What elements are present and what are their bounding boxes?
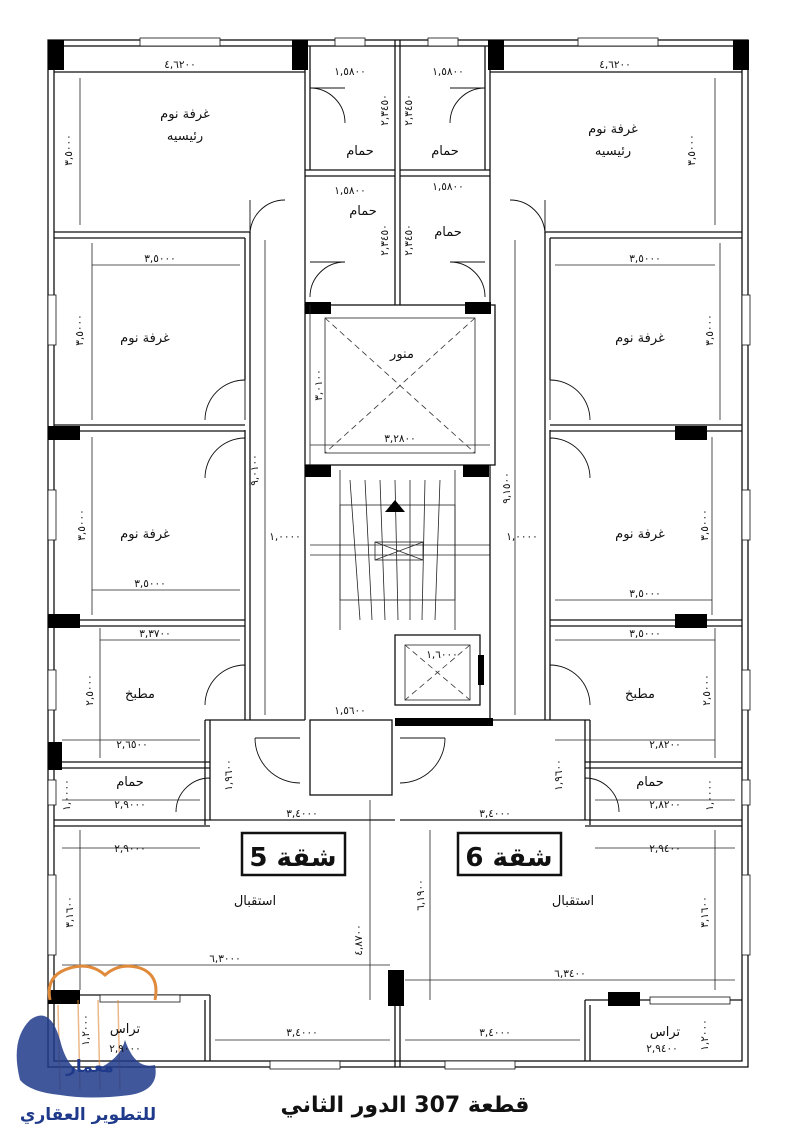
dim-label: ١,٥٨٠٠	[432, 181, 464, 193]
room-label-reception-left: استقبال	[234, 894, 276, 909]
dim-label: ٣,٥٠٠٠	[699, 509, 711, 541]
dim-label: ١,٦٠٠٠	[426, 649, 458, 661]
logo-tagline: للتطوير العقاري	[20, 1105, 156, 1125]
interior-walls-left	[54, 46, 395, 1061]
dim-label: ٦,٣٠٠٠	[209, 953, 241, 965]
dim-label: ٣,٠١٠٠	[313, 369, 325, 401]
company-logo: معمار للتطوير العقاري	[16, 964, 158, 1125]
page-title: قطعة 307 الدور الثاني	[281, 1093, 530, 1118]
room-label-reception-right: استقبال	[552, 894, 594, 909]
dim-label: ١,٠٠٠٠	[269, 531, 301, 543]
dim-label: ٣,٥٠٠٠	[134, 578, 166, 590]
dim-label: ٤,٦٢٠٠	[164, 59, 196, 71]
dim-label: ٢,٣٤٥٠	[379, 94, 391, 126]
dim-label: ٣,٥٠٠٠	[629, 253, 661, 265]
room-label-kitchen-left: مطبخ	[125, 687, 155, 702]
dim-label: ٢,٣٤٥٠	[403, 224, 415, 256]
room-label-bath-lt: حمام	[346, 144, 374, 159]
dim-label: ٢,٩٤٠٠	[649, 843, 681, 855]
dim-label: ٣,١٦٠٠	[64, 896, 76, 928]
dim-label: ٢,٩٠٠٠	[114, 799, 146, 811]
dim-label: ١,٩٦٠٠	[553, 759, 565, 791]
dim-label: ٢,٨٢٠٠	[649, 739, 681, 751]
dim-label: ١,٠٠٠٠	[506, 531, 538, 543]
windows	[47, 37, 751, 1070]
dim-label: ١,٠٠٠٠	[704, 779, 716, 811]
doors	[175, 87, 620, 813]
dim-label: ١,٥٨٠٠	[334, 66, 366, 78]
dim-label: ١,٥٦٠٠	[334, 705, 366, 717]
apartment-label-right: شقة 6	[465, 843, 552, 873]
dim-label: ٣,٤٠٠٠	[286, 808, 318, 820]
dim-label: ٣,٥٠٠٠	[686, 134, 698, 166]
dim-label: ٣,٢٨٠٠	[384, 433, 416, 445]
stair	[310, 470, 490, 630]
dim-label: ١,٥٨٠٠	[334, 185, 366, 197]
dim-label: ٢,٣٤٥٠	[379, 224, 391, 256]
apartment-label-left: شقة 5	[249, 843, 336, 873]
apartment-label-boxes	[240, 831, 563, 877]
room-label-terrace-left: تراس	[110, 1022, 141, 1037]
room-label-bath-right-low: حمام	[636, 775, 664, 790]
dim-label: ٤,٨٧٠٠	[353, 924, 365, 956]
room-label-bath-lm: حمام	[349, 204, 377, 219]
dim-label: ٢,٦٥٠٠	[116, 739, 148, 751]
room-label-bath-left-low: حمام	[116, 775, 144, 790]
outer-walls	[47, 39, 749, 1068]
dim-label: ٦,٣٤٠٠	[554, 968, 586, 980]
room-label-master-left-1: غرفة نوم	[160, 107, 210, 122]
dim-label: ٢,٥٠٠٠	[84, 674, 96, 706]
dim-label: ٣,٤٠٠٠	[479, 808, 511, 820]
dim-label: ١,٠٠٠٠	[61, 779, 73, 811]
dim-label: ١,٥٨٠٠	[432, 66, 464, 78]
dim-label: ٣,٥٠٠٠	[76, 509, 88, 541]
room-label-shaft: منور	[389, 347, 414, 362]
dim-label: ١,٢٠٠٠	[699, 1019, 711, 1051]
dim-label: ٢,٩٠٠٠	[109, 1043, 141, 1055]
dim-label: ٢,٩٠٠٠	[114, 843, 146, 855]
dim-label: ١,٢٠٠٠	[80, 1014, 92, 1046]
columns	[48, 40, 749, 1006]
dim-label: ٢,٥٠٠٠	[701, 674, 713, 706]
dim-label: ٢,٨٢٠٠	[649, 799, 681, 811]
dim-label: ٢,٣٤٥٠	[403, 94, 415, 126]
dim-label: ٣,٥٠٠٠	[629, 628, 661, 640]
dim-label: ٣,٣٧٠٠	[139, 628, 171, 640]
room-label-bed-left-2: غرفة نوم	[120, 527, 170, 542]
dim-label: ٩,١٥٠٠	[501, 472, 513, 504]
dim-label: ٣,٥٠٠٠	[63, 134, 75, 166]
dim-label: ٣,٥٠٠٠	[629, 588, 661, 600]
dim-label: ١,٩٦٠٠	[223, 759, 235, 791]
dim-label: ٦,١٩٠٠	[415, 879, 427, 911]
room-label-bed-left-1: غرفة نوم	[120, 331, 170, 346]
room-label-bed-right-2: غرفة نوم	[615, 527, 665, 542]
dimension-labels: ٤,٦٢٠٠ ١,٥٨٠٠ ١,٥٨٠٠ ٤,٦٢٠٠ ٣,٥٠٠٠ ٢,٣٤٥…	[61, 59, 716, 1055]
room-label-master-right-1: غرفة نوم	[588, 122, 638, 137]
dim-label: ٣,٥٠٠٠	[74, 314, 86, 346]
room-label-bath-rt: حمام	[431, 144, 459, 159]
dim-label: ٤,٦٢٠٠	[599, 59, 631, 71]
elevator	[394, 634, 493, 726]
room-labels: غرفة نوم رئيسيه غرفة نوم رئيسيه حمام حما…	[110, 107, 681, 1040]
dim-label: ٣,٥٠٠٠	[144, 253, 176, 265]
dim-label: ٩,٠١٠٠	[249, 454, 261, 486]
room-label-kitchen-right: مطبخ	[625, 687, 655, 702]
dim-label: ٣,٥٠٠٠	[704, 314, 716, 346]
dim-label: ٣,٤٠٠٠	[479, 1027, 511, 1039]
room-label-terrace-right: تراس	[650, 1025, 681, 1040]
room-label-bath-rm: حمام	[434, 225, 462, 240]
core	[304, 304, 496, 796]
dim-label: ٣,١٦٠٠	[699, 896, 711, 928]
room-label-master-left-2: رئيسيه	[167, 129, 203, 144]
logo-text: معمار	[65, 1057, 114, 1077]
room-label-master-right-2: رئيسيه	[595, 144, 631, 159]
dim-label: ٢,٩٤٠٠	[646, 1043, 678, 1055]
room-label-bed-right-1: غرفة نوم	[615, 331, 665, 346]
dim-label: ٣,٤٠٠٠	[286, 1027, 318, 1039]
dimension-lines	[62, 78, 735, 1041]
